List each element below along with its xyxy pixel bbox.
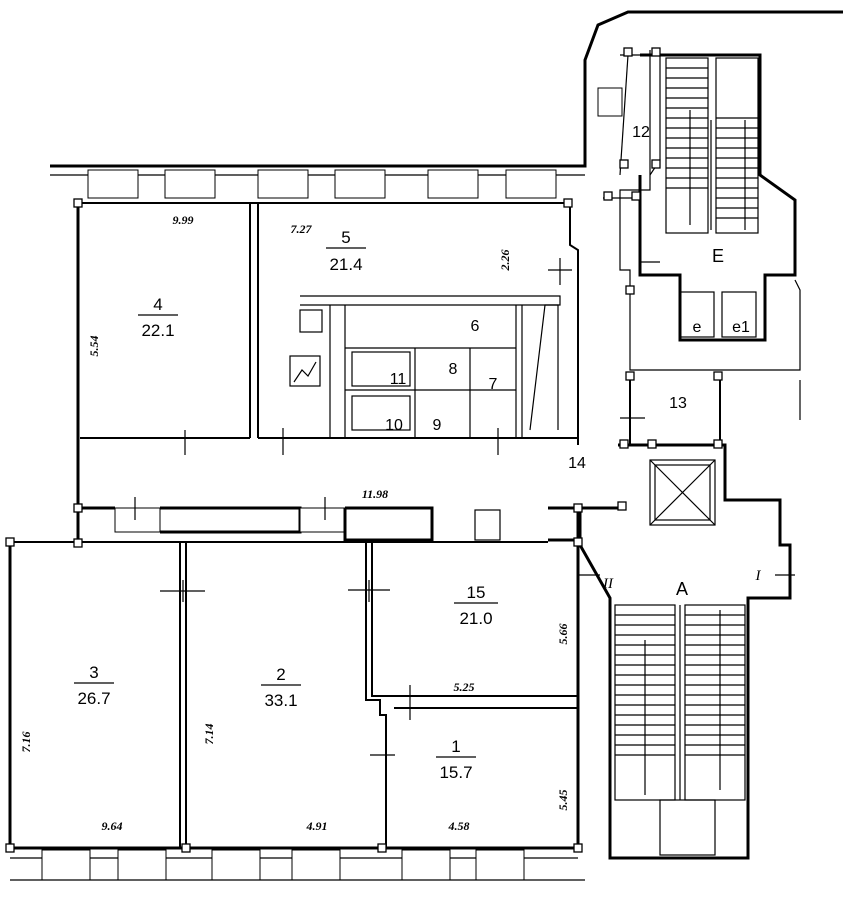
room-2-area: 33.1 <box>264 691 297 710</box>
room-3-label: 3 26.7 <box>74 663 114 708</box>
room-9-number: 9 <box>433 417 442 434</box>
room-7-number: 7 <box>489 376 498 393</box>
room-5-number: 5 <box>341 228 350 247</box>
dim-9-99: 9.99 <box>173 213 194 227</box>
entrance-2-label: II <box>602 576 614 592</box>
corner-nodes <box>5 47 723 853</box>
room-11-number: 11 <box>390 371 407 388</box>
dim-7-27: 7.27 <box>291 222 313 236</box>
room-1-area: 15.7 <box>439 763 472 782</box>
dim-9-64: 9.64 <box>102 819 123 833</box>
dim-4-91: 4.91 <box>306 819 328 833</box>
dim-5-66: 5.66 <box>556 624 570 645</box>
room-2-number: 2 <box>276 665 285 684</box>
dim-11-98: 11.98 <box>362 487 388 501</box>
room-15-area: 21.0 <box>459 609 492 628</box>
dim-7-16: 7.16 <box>19 732 33 753</box>
room-12-number: 12 <box>632 124 650 141</box>
room-13-number: 13 <box>669 395 687 412</box>
stair-e-label: E <box>712 246 724 266</box>
room-1-number: 1 <box>451 737 460 756</box>
dim-7-14: 7.14 <box>202 724 216 745</box>
room-10-number: 10 <box>385 417 403 434</box>
stair-e-steps <box>665 57 759 338</box>
room-4-label: 4 22.1 <box>138 295 178 340</box>
room-15-label: 15 21.0 <box>454 583 498 628</box>
room-1-label: 1 15.7 <box>436 737 476 782</box>
room-6-number: 6 <box>471 318 480 335</box>
room-8-number: 8 <box>449 361 458 378</box>
door-markers <box>134 197 795 756</box>
room-2-label: 2 33.1 <box>261 665 301 710</box>
stair-a-label: A <box>676 579 688 599</box>
room-3-number: 3 <box>89 663 98 682</box>
entrance-1-label: I <box>755 568 762 584</box>
dim-4-58: 4.58 <box>448 819 470 833</box>
lift-e-label: e <box>693 319 702 336</box>
dim-2-26: 2.26 <box>498 250 512 272</box>
walls <box>8 10 843 881</box>
stair-a-steps <box>614 604 746 856</box>
room-4-number: 4 <box>153 295 162 314</box>
room-14-number: 14 <box>568 455 586 472</box>
room-5-area: 21.4 <box>329 255 362 274</box>
dim-5-25: 5.25 <box>454 680 475 694</box>
room-15-number: 15 <box>467 583 486 602</box>
dim-5-45: 5.45 <box>556 790 570 811</box>
room-5-label: 5 21.4 <box>326 228 366 274</box>
dim-5-54: 5.54 <box>87 336 101 357</box>
room-4-area: 22.1 <box>141 321 174 340</box>
lift-e1-label: e1 <box>732 319 750 336</box>
room-3-area: 26.7 <box>77 689 110 708</box>
